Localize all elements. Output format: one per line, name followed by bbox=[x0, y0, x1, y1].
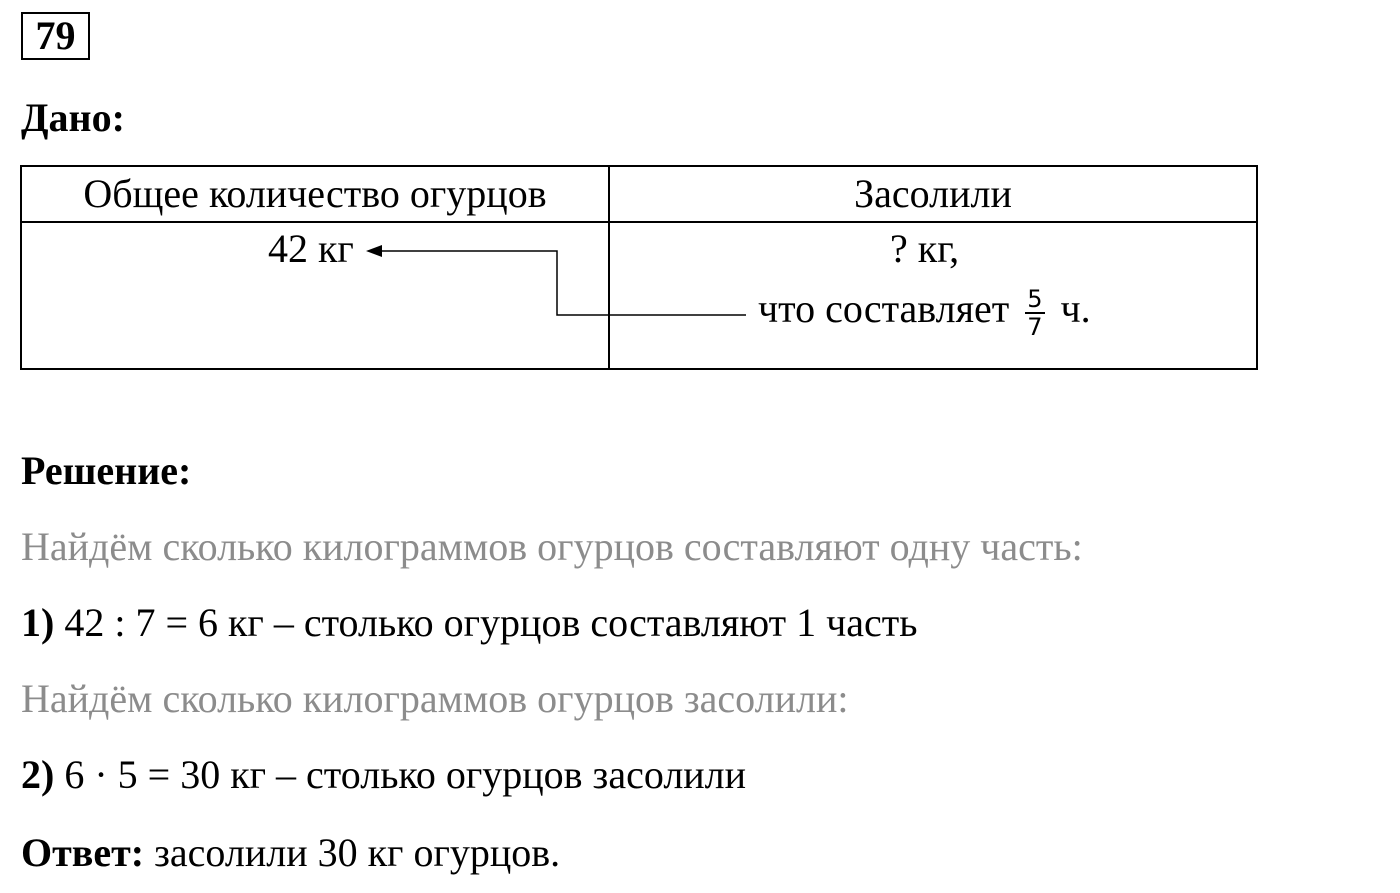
fraction: 5 7 bbox=[1025, 284, 1045, 341]
task-number-box: 79 bbox=[21, 12, 90, 60]
cell-salted: ? кг, что составляет 5 7 ч. bbox=[608, 221, 1258, 370]
fraction-suffix: ч. bbox=[1060, 286, 1091, 331]
hint-line-2: Найдём сколько килограммов огурцов засол… bbox=[21, 676, 849, 721]
cell-total: 42 кг bbox=[20, 221, 610, 370]
total-value: 42 кг bbox=[268, 226, 354, 271]
step-label-1: 1) bbox=[21, 600, 55, 645]
table-row: 42 кг ? кг, что составляет 5 7 ч. bbox=[20, 221, 1258, 370]
table-header-row: Общее количество огурцов Засолили bbox=[20, 165, 1258, 223]
salted-fraction-line: что составляет 5 7 ч. bbox=[758, 285, 1091, 340]
step-text-2: 6 · 5 = 30 кг – столько огурцов засолили bbox=[64, 752, 747, 797]
header-total: Общее количество огурцов bbox=[20, 165, 610, 223]
answer-line: Ответ: засолили 30 кг огурцов. bbox=[21, 828, 560, 878]
task-number: 79 bbox=[35, 13, 76, 58]
step-label-2: 2) bbox=[21, 752, 55, 797]
hint-line-1: Найдём сколько килограммов огурцов соста… bbox=[21, 524, 1083, 569]
given-table: Общее количество огурцов Засолили 42 кг … bbox=[20, 165, 1258, 370]
solution-heading: Решение: bbox=[21, 448, 192, 493]
step-line-1: 1) 42 : 7 = 6 кг – столько огурцов соста… bbox=[21, 598, 917, 648]
salted-value: ? кг, bbox=[890, 226, 960, 271]
given-table-wrap: Общее количество огурцов Засолили 42 кг … bbox=[20, 165, 1258, 370]
fraction-prefix: что составляет bbox=[758, 286, 1010, 331]
given-heading: Дано: bbox=[21, 95, 125, 140]
answer-text: засолили 30 кг огурцов. bbox=[154, 830, 561, 875]
fraction-numerator: 5 bbox=[1025, 284, 1045, 314]
header-salted: Засолили bbox=[608, 165, 1258, 223]
answer-label: Ответ: bbox=[21, 830, 145, 875]
step-line-2: 2) 6 · 5 = 30 кг – столько огурцов засол… bbox=[21, 750, 746, 800]
fraction-denominator: 7 bbox=[1027, 312, 1043, 341]
step-text-1: 42 : 7 = 6 кг – столько огурцов составля… bbox=[64, 600, 918, 645]
